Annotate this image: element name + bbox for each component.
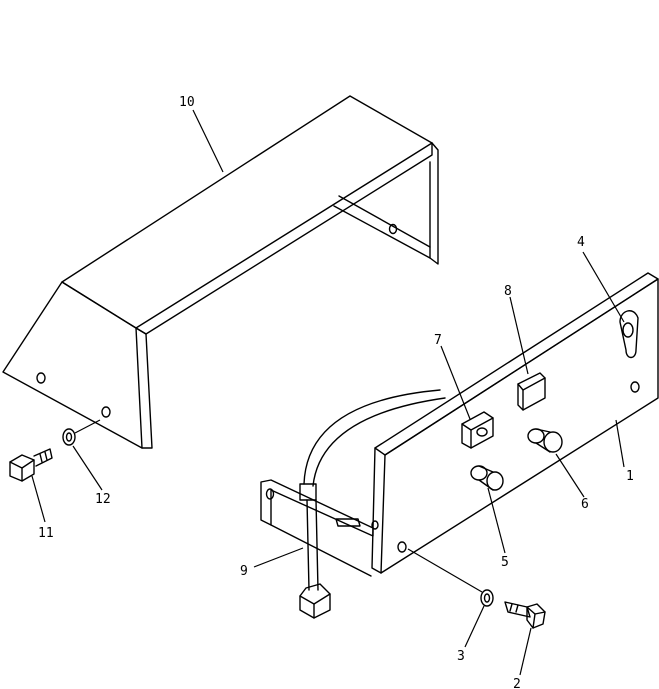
- washer-part-3: [480, 589, 494, 607]
- callout-2: 2: [513, 677, 521, 689]
- knob-part-5: [470, 465, 504, 491]
- switch-part-8: [517, 372, 546, 411]
- cover-part-10: [2, 95, 439, 449]
- callout-4: 4: [577, 235, 585, 250]
- callout-10: 10: [179, 95, 195, 110]
- washer-part-12: [62, 428, 76, 446]
- callout-5: 5: [501, 555, 509, 570]
- knob-part-6: [527, 428, 563, 453]
- callout-11: 11: [38, 526, 54, 541]
- bolt-part-11: [9, 448, 53, 482]
- harness-part-9: [260, 389, 446, 619]
- keyhole-part-4: [619, 310, 639, 359]
- leader-lines: [31, 109, 625, 676]
- callout-7: 7: [434, 333, 442, 348]
- bolt-part-2: [504, 601, 546, 629]
- callout-8: 8: [504, 284, 512, 299]
- callout-6: 6: [581, 497, 589, 512]
- callout-labels: 10 4 8 7 1 6 5 9 11 12 3 2: [38, 95, 634, 689]
- callout-12: 12: [95, 492, 111, 507]
- indicator-part-7: [461, 411, 494, 449]
- callout-3: 3: [457, 649, 465, 664]
- callout-1: 1: [626, 469, 634, 484]
- panel-part-1: [371, 272, 659, 574]
- callout-9: 9: [240, 564, 248, 579]
